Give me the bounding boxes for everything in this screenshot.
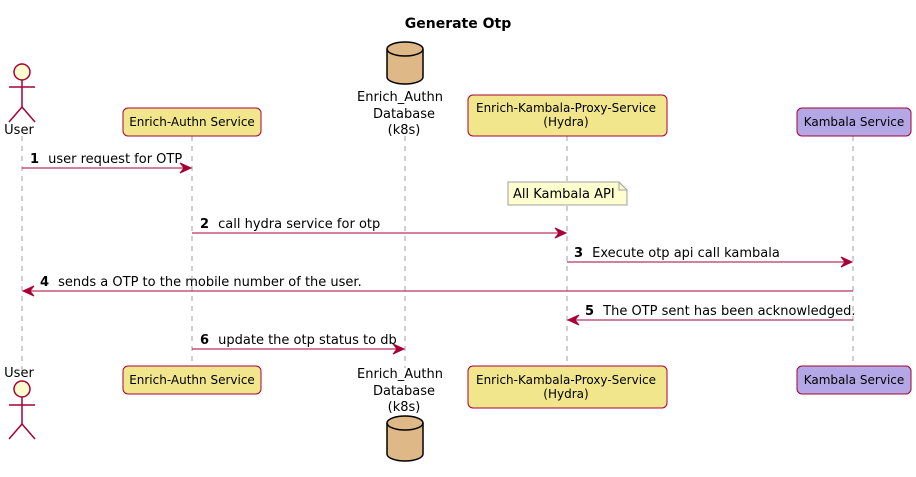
note-shape	[507, 181, 628, 206]
actor-user-label: User	[4, 123, 34, 138]
participant-hydra-label-line1: Enrich-Kambala-Proxy-Service	[476, 373, 656, 387]
message-1: 1 user request for OTP	[22, 148, 193, 174]
actor-head	[13, 63, 31, 81]
note: All Kambala API	[507, 181, 628, 206]
svg-text:6 update the otp status: 6 update the otp status to db	[200, 329, 397, 348]
svg-text:4 sends a OTP to the mob: 4 sends a OTP to the mobile number of th…	[40, 271, 362, 290]
database-label-line2: Database	[373, 384, 435, 399]
database-icon	[386, 41, 424, 85]
database-top: Enrich_Authn Database (k8s)	[357, 41, 443, 138]
database-label-line3: (k8s)	[388, 123, 421, 138]
actor-user-label: User	[4, 366, 34, 381]
actor-user-bottom: User	[4, 366, 36, 440]
message-number: 5	[585, 304, 594, 319]
database-label-line2: Database	[373, 107, 435, 122]
participant-authn-bottom: Enrich-Authn Service	[122, 365, 262, 395]
participant-kambala-label: Kambala Service	[804, 373, 905, 387]
participant-box	[122, 365, 262, 395]
message-number: 1	[30, 152, 39, 167]
arrow-head-icon	[392, 343, 406, 355]
arrow-head-icon	[566, 314, 580, 326]
arrow-head-icon	[554, 227, 568, 239]
participant-kambala-label: Kambala Service	[804, 115, 905, 129]
arrow-head-icon	[179, 162, 193, 174]
participant-hydra-bottom: Enrich-Kambala-Proxy-Service (Hydra)	[467, 365, 668, 409]
svg-text:3 Execute otp api call k: 3 Execute otp api call kambala	[574, 242, 780, 261]
message-number: 4	[40, 275, 49, 290]
database-label-line1: Enrich_Authn	[357, 367, 443, 382]
arrow-head-icon	[21, 285, 35, 297]
svg-text:2 call hydra service for: 2 call hydra service for otp	[200, 213, 380, 232]
participant-box	[796, 365, 912, 395]
participant-kambala-bottom: Kambala Service	[796, 365, 912, 395]
message-number: 6	[200, 333, 209, 348]
participant-hydra-label-line2: (Hydra)	[543, 115, 588, 129]
message-6: 6 update the otp status to db	[192, 329, 406, 355]
svg-text:1 user request for OTP: 1 user request for OTP	[30, 148, 182, 167]
participant-authn-top: Enrich-Authn Service	[122, 107, 262, 137]
actor-user-top: User	[4, 63, 36, 138]
message-number: 2	[200, 217, 209, 232]
message-text: sends a OTP to the mobile number of the …	[58, 275, 362, 290]
arrow-head-icon	[840, 256, 854, 268]
message-2: 2 call hydra service for otp	[192, 213, 568, 239]
database-label-line3: (k8s)	[388, 400, 421, 415]
database-bottom: Enrich_Authn Database (k8s)	[357, 367, 443, 462]
participant-box	[796, 107, 912, 137]
database-icon	[386, 415, 424, 462]
diagram-title: Generate Otp	[405, 16, 511, 32]
svg-text:5 The OTP sent has been: 5 The OTP sent has been acknowledged.	[585, 300, 856, 319]
database-label-line1: Enrich_Authn	[357, 90, 443, 105]
message-4: 4 sends a OTP to the mobile number of th…	[21, 271, 853, 297]
message-text: update the otp status to db	[218, 333, 397, 348]
message-text: The OTP sent has been acknowledged.	[602, 304, 855, 319]
actor-head	[13, 380, 31, 398]
participant-kambala-top: Kambala Service	[796, 107, 912, 137]
message-text: Execute otp api call kambala	[592, 246, 780, 261]
participant-box	[467, 94, 668, 137]
participant-hydra-label-line2: (Hydra)	[543, 387, 588, 401]
participant-authn-label: Enrich-Authn Service	[129, 373, 255, 387]
message-3: 3 Execute otp api call kambala	[567, 242, 854, 268]
participant-authn-label: Enrich-Authn Service	[129, 115, 255, 129]
message-text: call hydra service for otp	[218, 217, 380, 232]
participant-hydra-top: Enrich-Kambala-Proxy-Service (Hydra)	[467, 94, 668, 137]
participant-box	[122, 107, 262, 137]
participant-box	[467, 365, 668, 409]
message-5: 5 The OTP sent has been acknowledged.	[566, 300, 856, 326]
message-text: user request for OTP	[48, 152, 182, 167]
participant-hydra-label-line1: Enrich-Kambala-Proxy-Service	[476, 101, 656, 115]
note-text: All Kambala API	[513, 187, 615, 202]
message-number: 3	[574, 246, 583, 261]
